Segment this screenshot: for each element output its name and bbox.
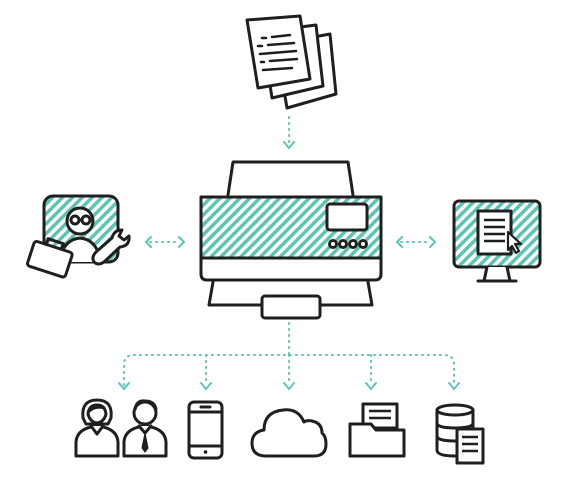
- connector-scanner-to-destinations: [118, 322, 460, 391]
- paper-documents-icon: [245, 14, 338, 110]
- database-document-icon: [435, 403, 485, 465]
- connectors: [118, 116, 460, 391]
- users-icon: [74, 398, 168, 458]
- cloud-icon: [250, 408, 328, 458]
- connector-documents-to-scanner: [283, 116, 295, 150]
- connector-scanner-monitor: [395, 236, 437, 248]
- monitor-document-icon: [452, 199, 542, 283]
- folder-icon: [348, 402, 406, 458]
- support-technician-icon: [26, 194, 131, 279]
- connector-scanner-technician: [144, 236, 186, 248]
- smartphone-icon: [187, 400, 224, 460]
- scanner-printer-icon: [199, 160, 383, 320]
